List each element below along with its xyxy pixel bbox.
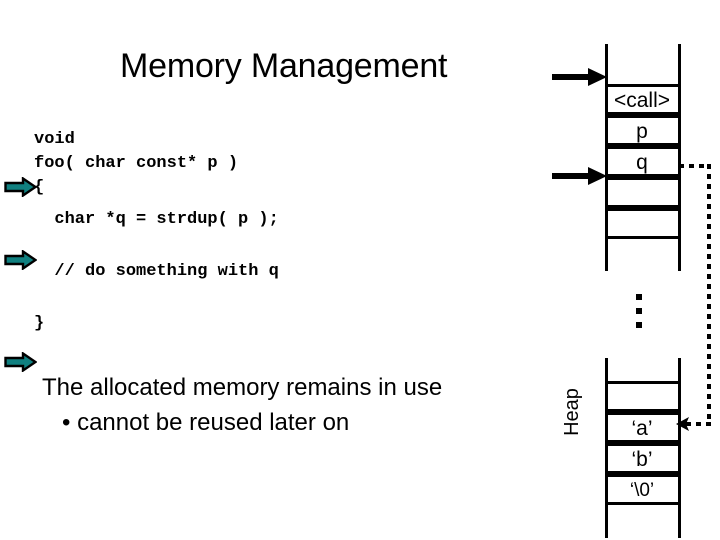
heap-rail-right [678, 358, 681, 538]
teal-arrow-icon-1 [4, 177, 37, 197]
code-line-open-brace: { [34, 178, 45, 197]
stack-cell-call: <call> [606, 84, 678, 115]
stack-rail-right [678, 44, 681, 271]
pointer-dotted-top-segment [679, 164, 711, 168]
pointer-arrowhead-icon [676, 417, 689, 431]
stack-cell-p: p [606, 115, 678, 146]
heap-cell-empty [606, 381, 678, 412]
teal-arrow-icon-3 [4, 352, 37, 372]
code-line-strdup: char *q = strdup( p ); [34, 210, 279, 229]
stack-cell-q: q [606, 146, 678, 177]
black-arrow-to-stack-frame [552, 167, 607, 185]
heap-cell-nul: ‘\0’ [606, 474, 678, 505]
heap-cell-a: ‘a’ [606, 412, 678, 443]
code-line-signature: foo( char const* p ) [34, 154, 239, 173]
heap-cell-b: ‘b’ [606, 443, 678, 474]
prose-line-1: The allocated memory remains in use [42, 374, 443, 401]
stack-rail-left [605, 44, 608, 271]
black-arrow-title-to-stack [552, 68, 607, 86]
code-line-void: void [34, 130, 75, 149]
heap-axis-label: Heap [561, 388, 583, 436]
teal-arrow-icon-2 [4, 250, 37, 270]
stack-cell-empty1 [606, 177, 678, 208]
vertical-ellipsis-icon [636, 294, 642, 328]
code-line-close-brace: } [34, 314, 45, 333]
pointer-dotted-bottom-segment [686, 422, 711, 426]
code-line-comment: // do something with q [34, 262, 279, 281]
prose-line-2: • cannot be reused later on [62, 409, 350, 436]
page-title: Memory Management [120, 47, 448, 85]
heap-rail-left [605, 358, 608, 538]
pointer-dotted-vertical-segment [707, 164, 711, 426]
stack-cell-empty2 [606, 208, 678, 239]
